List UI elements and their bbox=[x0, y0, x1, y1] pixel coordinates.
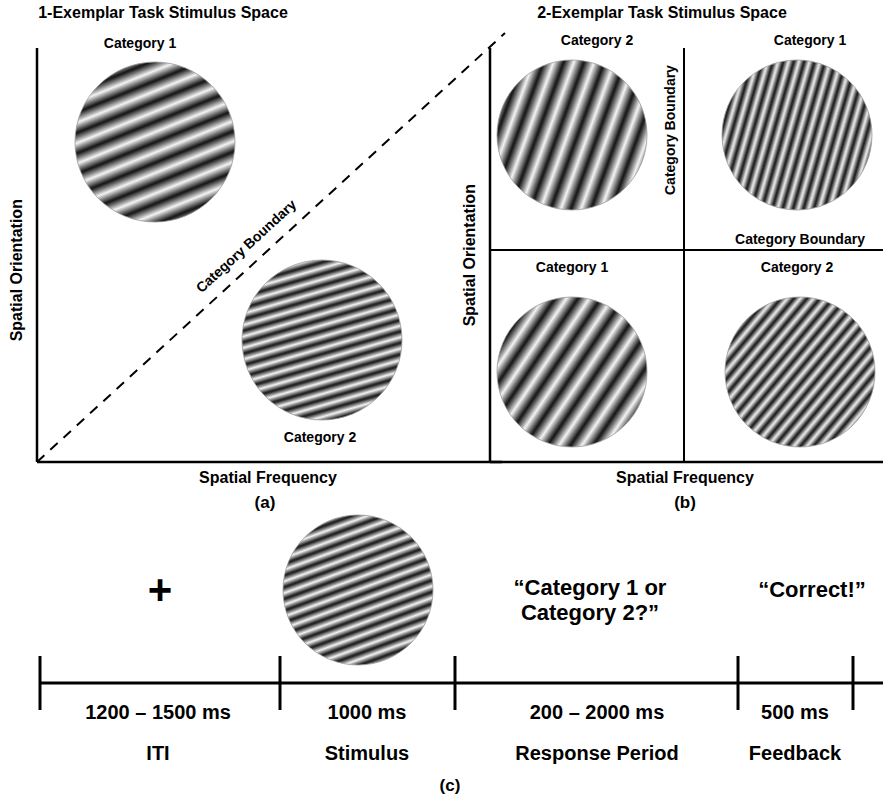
grating-stimulus bbox=[497, 60, 647, 210]
category-boundary-line bbox=[37, 33, 505, 462]
axes-b bbox=[490, 48, 883, 462]
boundary-label: Category Boundary bbox=[662, 65, 678, 195]
duration-label: 200 – 2000 ms bbox=[530, 701, 665, 724]
axis-label: Spatial Frequency bbox=[199, 469, 337, 487]
grating-stimulus bbox=[75, 62, 235, 222]
axis-label: Spatial Orientation bbox=[8, 199, 26, 341]
axis-label: Spatial Frequency bbox=[616, 469, 754, 487]
duration-label: 1000 ms bbox=[328, 701, 407, 724]
phase-label: Feedback bbox=[749, 742, 841, 765]
duration-label: 500 ms bbox=[761, 701, 829, 724]
boundary-label: Category Boundary bbox=[735, 231, 865, 247]
phase-label: ITI bbox=[146, 742, 169, 765]
prompt-text: “Category 1 or Category 2?” bbox=[503, 575, 678, 626]
panel-title: 1-Exemplar Task Stimulus Space bbox=[38, 4, 288, 22]
category-label: Category 2 bbox=[284, 429, 356, 445]
category-label: Category 2 bbox=[761, 259, 833, 275]
grating-stimulus bbox=[722, 60, 872, 210]
axes-a bbox=[37, 48, 502, 462]
fixation-cross: + bbox=[148, 566, 173, 614]
category-label: Category 1 bbox=[104, 35, 176, 51]
category-label: Category 1 bbox=[536, 259, 608, 275]
grating-stimulus bbox=[725, 297, 875, 447]
panel-letter: (a) bbox=[255, 493, 276, 513]
grating-stimulus bbox=[497, 297, 647, 447]
panel-title: 2-Exemplar Task Stimulus Space bbox=[537, 4, 787, 22]
phase-label: Response Period bbox=[515, 742, 678, 765]
panel-letter: (b) bbox=[674, 493, 696, 513]
feedback-text: “Correct!” bbox=[758, 577, 866, 602]
panel-letter: (c) bbox=[440, 776, 461, 796]
axis-label: Spatial Orientation bbox=[461, 184, 479, 326]
grating-stimulus bbox=[242, 260, 402, 420]
category-label: Category 1 bbox=[774, 32, 846, 48]
grating-stimulus bbox=[283, 515, 433, 665]
gratings bbox=[75, 60, 875, 665]
phase-label: Stimulus bbox=[325, 742, 409, 765]
duration-label: 1200 – 1500 ms bbox=[85, 701, 231, 724]
category-label: Category 2 bbox=[561, 32, 633, 48]
